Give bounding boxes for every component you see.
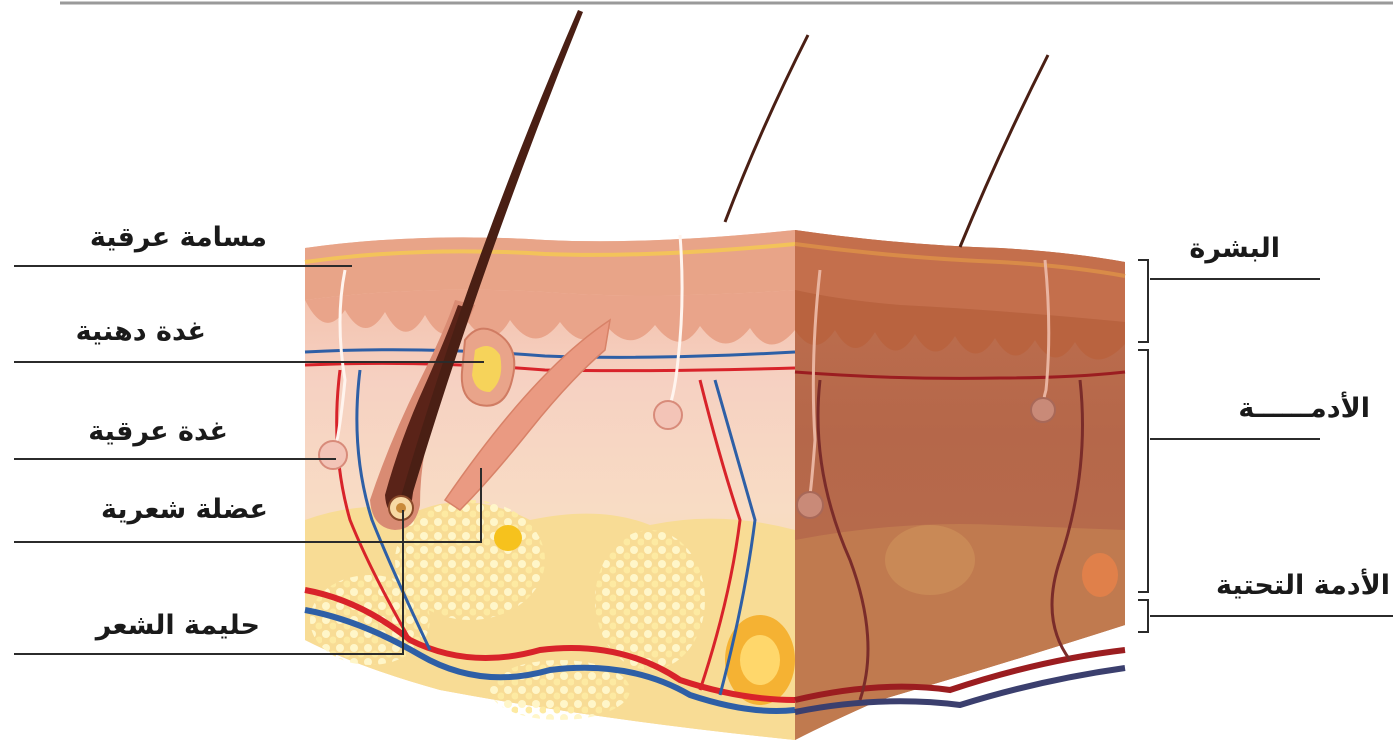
label-epidermis: البشرة <box>1170 235 1280 262</box>
leader-hair-muscle-vertical <box>480 468 482 543</box>
label-hair-papilla: حليمة الشعر <box>60 612 260 639</box>
leader-sweat-gland <box>14 458 336 460</box>
leader-sweat-pore <box>14 265 352 267</box>
leader-dermis <box>1150 438 1320 440</box>
leader-epidermis <box>1150 278 1320 280</box>
label-sweat-pore: مسامة عرقية <box>62 224 267 251</box>
bracket-hypodermis <box>1138 600 1148 632</box>
leader-hair-papilla-vertical <box>402 510 404 655</box>
label-sweat-gland: غدة عرقية <box>60 418 228 445</box>
epidermis-band-front <box>305 230 795 300</box>
hair-3 <box>960 55 1048 247</box>
leader-hypodermis <box>1150 615 1393 617</box>
label-hair-muscle: عضلة شعرية <box>58 496 268 523</box>
leader-sebaceous-gland <box>14 361 484 363</box>
bracket-epidermis <box>1138 260 1148 342</box>
bracket-dermis <box>1138 350 1148 592</box>
hair-2 <box>725 35 808 222</box>
label-dermis: الأدمــــــة <box>1170 395 1370 422</box>
label-hypodermis: الأدمة التحتية <box>1172 572 1390 599</box>
leader-hair-muscle <box>14 541 482 543</box>
leader-hair-papilla <box>14 653 404 655</box>
label-sebaceous-gland: غدة دهنية <box>40 318 206 345</box>
